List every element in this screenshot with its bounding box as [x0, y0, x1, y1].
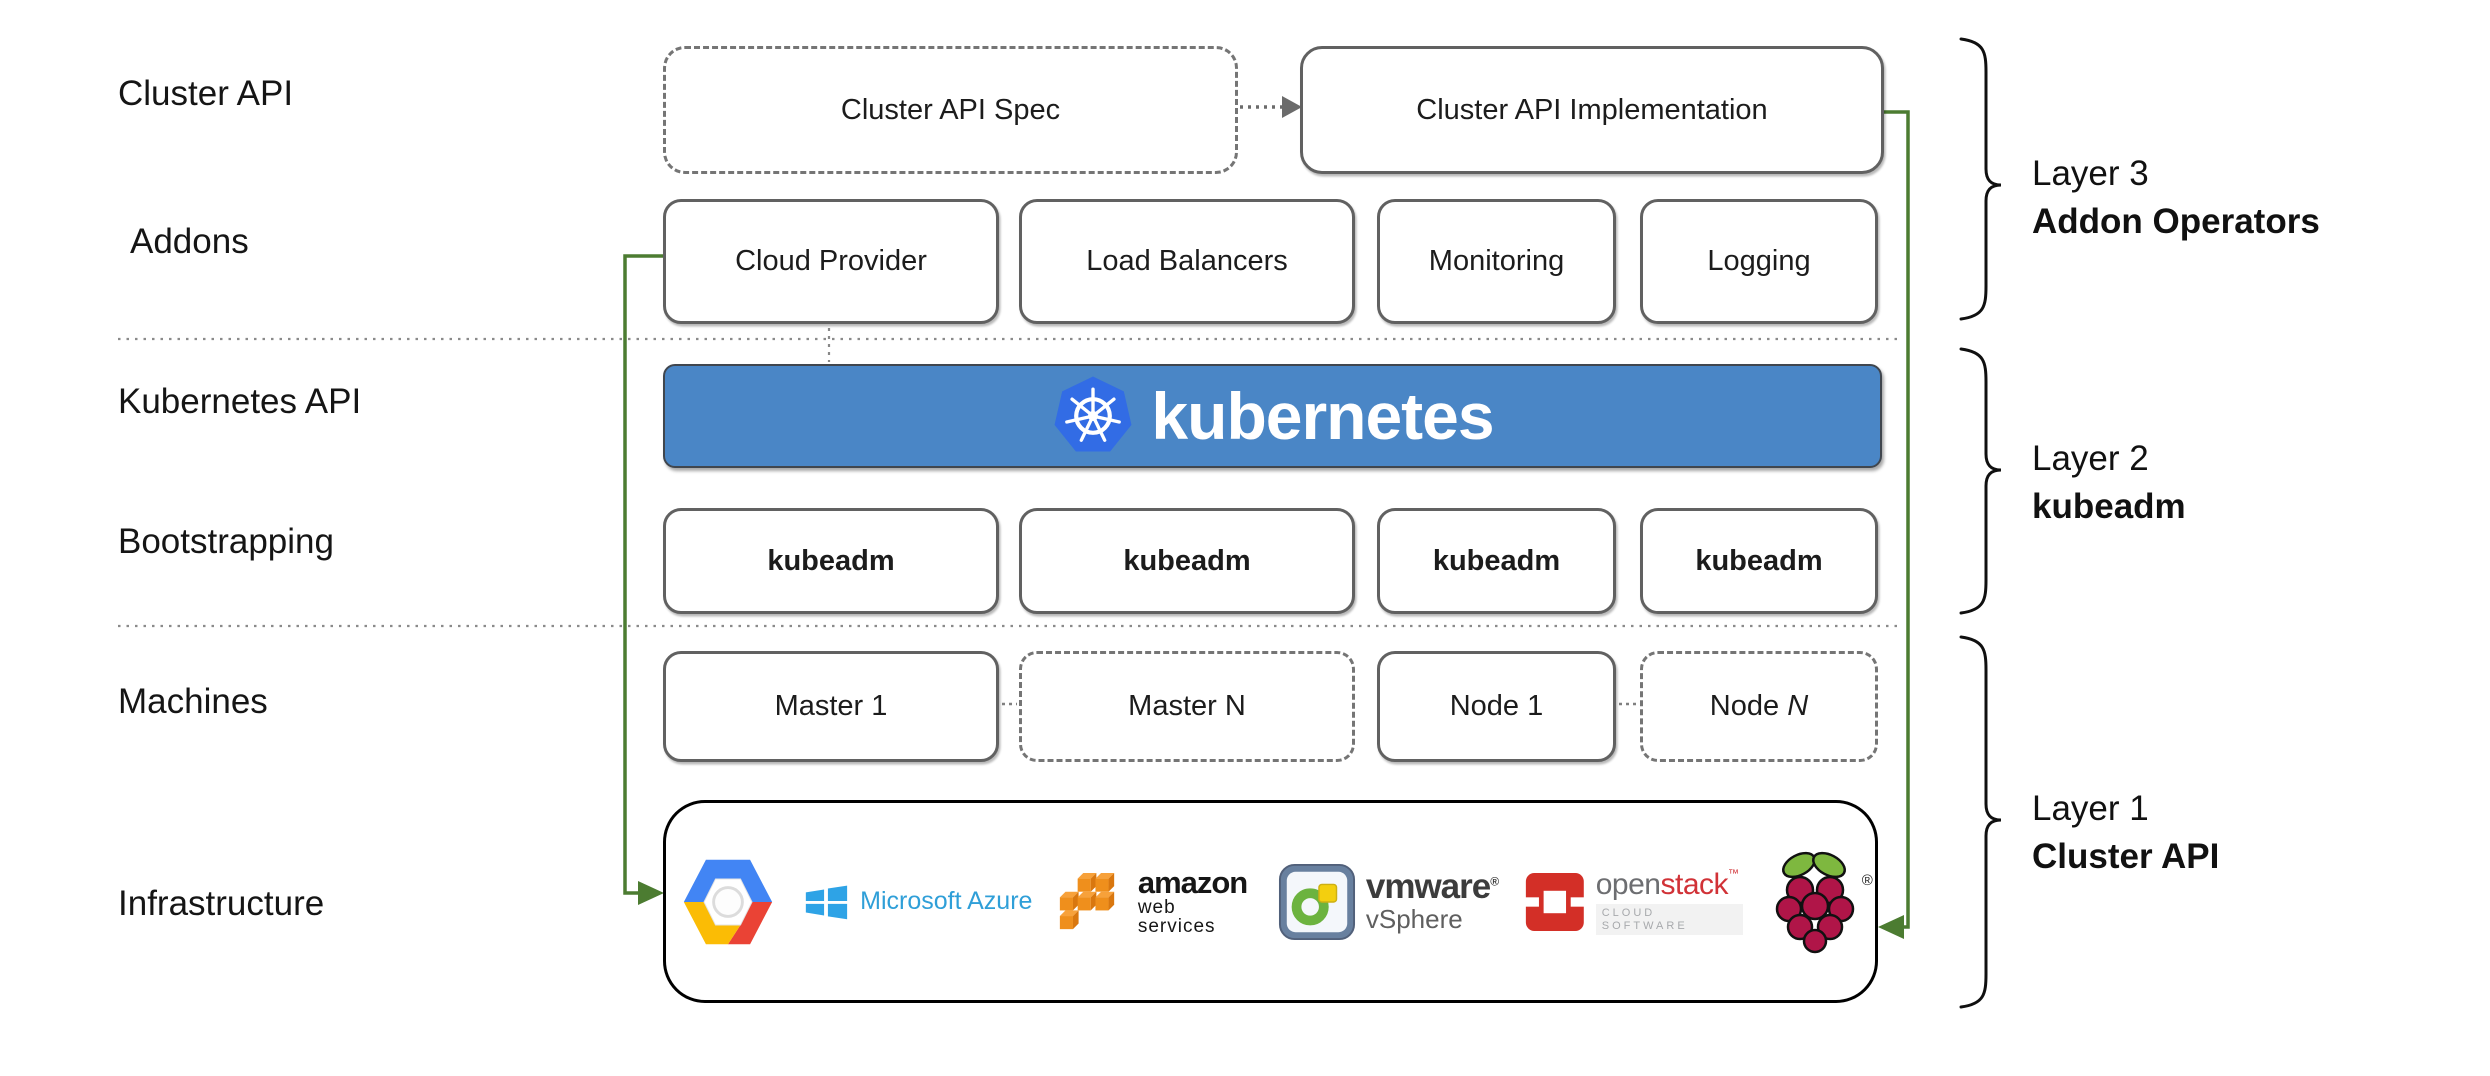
- layer-2-title: Layer 2: [2032, 439, 2149, 478]
- box-node-n: Node N: [1640, 651, 1878, 762]
- openstack-icon: [1524, 872, 1586, 931]
- vmware-wordmark: vmware®: [1365, 867, 1499, 907]
- box-monitoring: Monitoring: [1377, 199, 1616, 324]
- raspberry-reg-mark: ®: [1861, 871, 1873, 889]
- google-cloud-icon: [683, 859, 773, 944]
- openstack-wordmark: openstack™: [1595, 868, 1739, 902]
- layer-1-subtitle: Cluster API: [2032, 837, 2220, 876]
- google-cloud-logo: [680, 854, 776, 950]
- node-n-prefix: Node: [1709, 690, 1780, 722]
- green-arrowhead-left: [638, 881, 664, 905]
- node-n-italic: N: [1787, 690, 1809, 722]
- box-master-1: Master 1: [663, 651, 999, 762]
- layer-3-brace: [1959, 37, 2002, 321]
- box-cloud-provider: Cloud Provider: [663, 199, 999, 324]
- box-kubeadm-1: kubeadm: [663, 508, 999, 614]
- green-connector-left: [623, 254, 663, 895]
- box-master-n: Master N: [1019, 651, 1355, 762]
- vsphere-wordmark: vSphere: [1365, 904, 1463, 935]
- box-cluster-api-implementation: Cluster API Implementation: [1300, 46, 1884, 174]
- azure-wordmark: Microsoft Azure: [860, 887, 1033, 915]
- row-label-machines: Machines: [118, 682, 268, 721]
- row-label-bootstrapping: Bootstrapping: [118, 522, 334, 561]
- vmware-vsphere-logo: vmware® vSphere: [1278, 863, 1499, 941]
- spec-to-implementation-arrowhead: [1282, 96, 1302, 118]
- kubernetes-banner-label: kubernetes: [1151, 379, 1494, 453]
- row-label-addons: Addons: [130, 222, 249, 261]
- aws-logo: amazon web services: [1058, 867, 1251, 936]
- raspberry-pi-icon: [1775, 851, 1855, 953]
- box-node-1: Node 1: [1377, 651, 1616, 762]
- microsoft-azure-logo: Microsoft Azure: [802, 878, 1032, 926]
- green-connector-right: [1880, 110, 1910, 929]
- box-load-balancers: Load Balancers: [1019, 199, 1355, 324]
- openstack-logo: openstack™ CLOUD SOFTWARE: [1524, 868, 1743, 935]
- openstack-tm-mark: ™: [1728, 868, 1739, 881]
- row-label-infrastructure: Infrastructure: [118, 884, 325, 923]
- box-kubeadm-4: kubeadm: [1640, 508, 1878, 614]
- infrastructure-box: Microsoft Azure amazon web services: [663, 800, 1878, 1003]
- vsphere-icon: [1278, 863, 1355, 940]
- windows-flag-icon: [805, 885, 848, 919]
- box-kubeadm-3: kubeadm: [1377, 508, 1616, 614]
- row-label-cluster-api: Cluster API: [118, 74, 294, 113]
- vmware-reg-mark: ®: [1490, 874, 1499, 889]
- layer-1-label: Layer 1 Cluster API: [2032, 785, 2219, 881]
- green-arrowhead-right: [1878, 915, 1904, 939]
- layer-2-label: Layer 2 kubeadm: [2032, 435, 2186, 531]
- amazon-wordmark: amazon: [1137, 865, 1248, 900]
- box-logging: Logging: [1640, 199, 1878, 324]
- aws-cubes-icon: [1060, 872, 1115, 929]
- row-label-kubernetes-api: Kubernetes API: [118, 382, 362, 421]
- box-cluster-api-spec: Cluster API Spec: [663, 46, 1238, 174]
- web-services-wordmark: web services: [1137, 897, 1216, 937]
- layer-3-subtitle: Addon Operators: [2032, 202, 2320, 241]
- layer-2-subtitle: kubeadm: [2032, 487, 2186, 526]
- kubernetes-logo-icon: [1054, 376, 1132, 452]
- openstack-tagline: CLOUD SOFTWARE: [1595, 904, 1743, 935]
- layer-1-brace: [1959, 635, 2002, 1009]
- box-kubeadm-2: kubeadm: [1019, 508, 1355, 614]
- layer-3-label: Layer 3 Addon Operators: [2032, 150, 2320, 246]
- raspberry-pi-logo: ®: [1769, 846, 1873, 958]
- layer-3-title: Layer 3: [2032, 154, 2149, 193]
- layer-1-title: Layer 1: [2032, 789, 2149, 828]
- layer-2-brace: [1959, 347, 2002, 615]
- kubernetes-banner: kubernetes: [663, 364, 1882, 468]
